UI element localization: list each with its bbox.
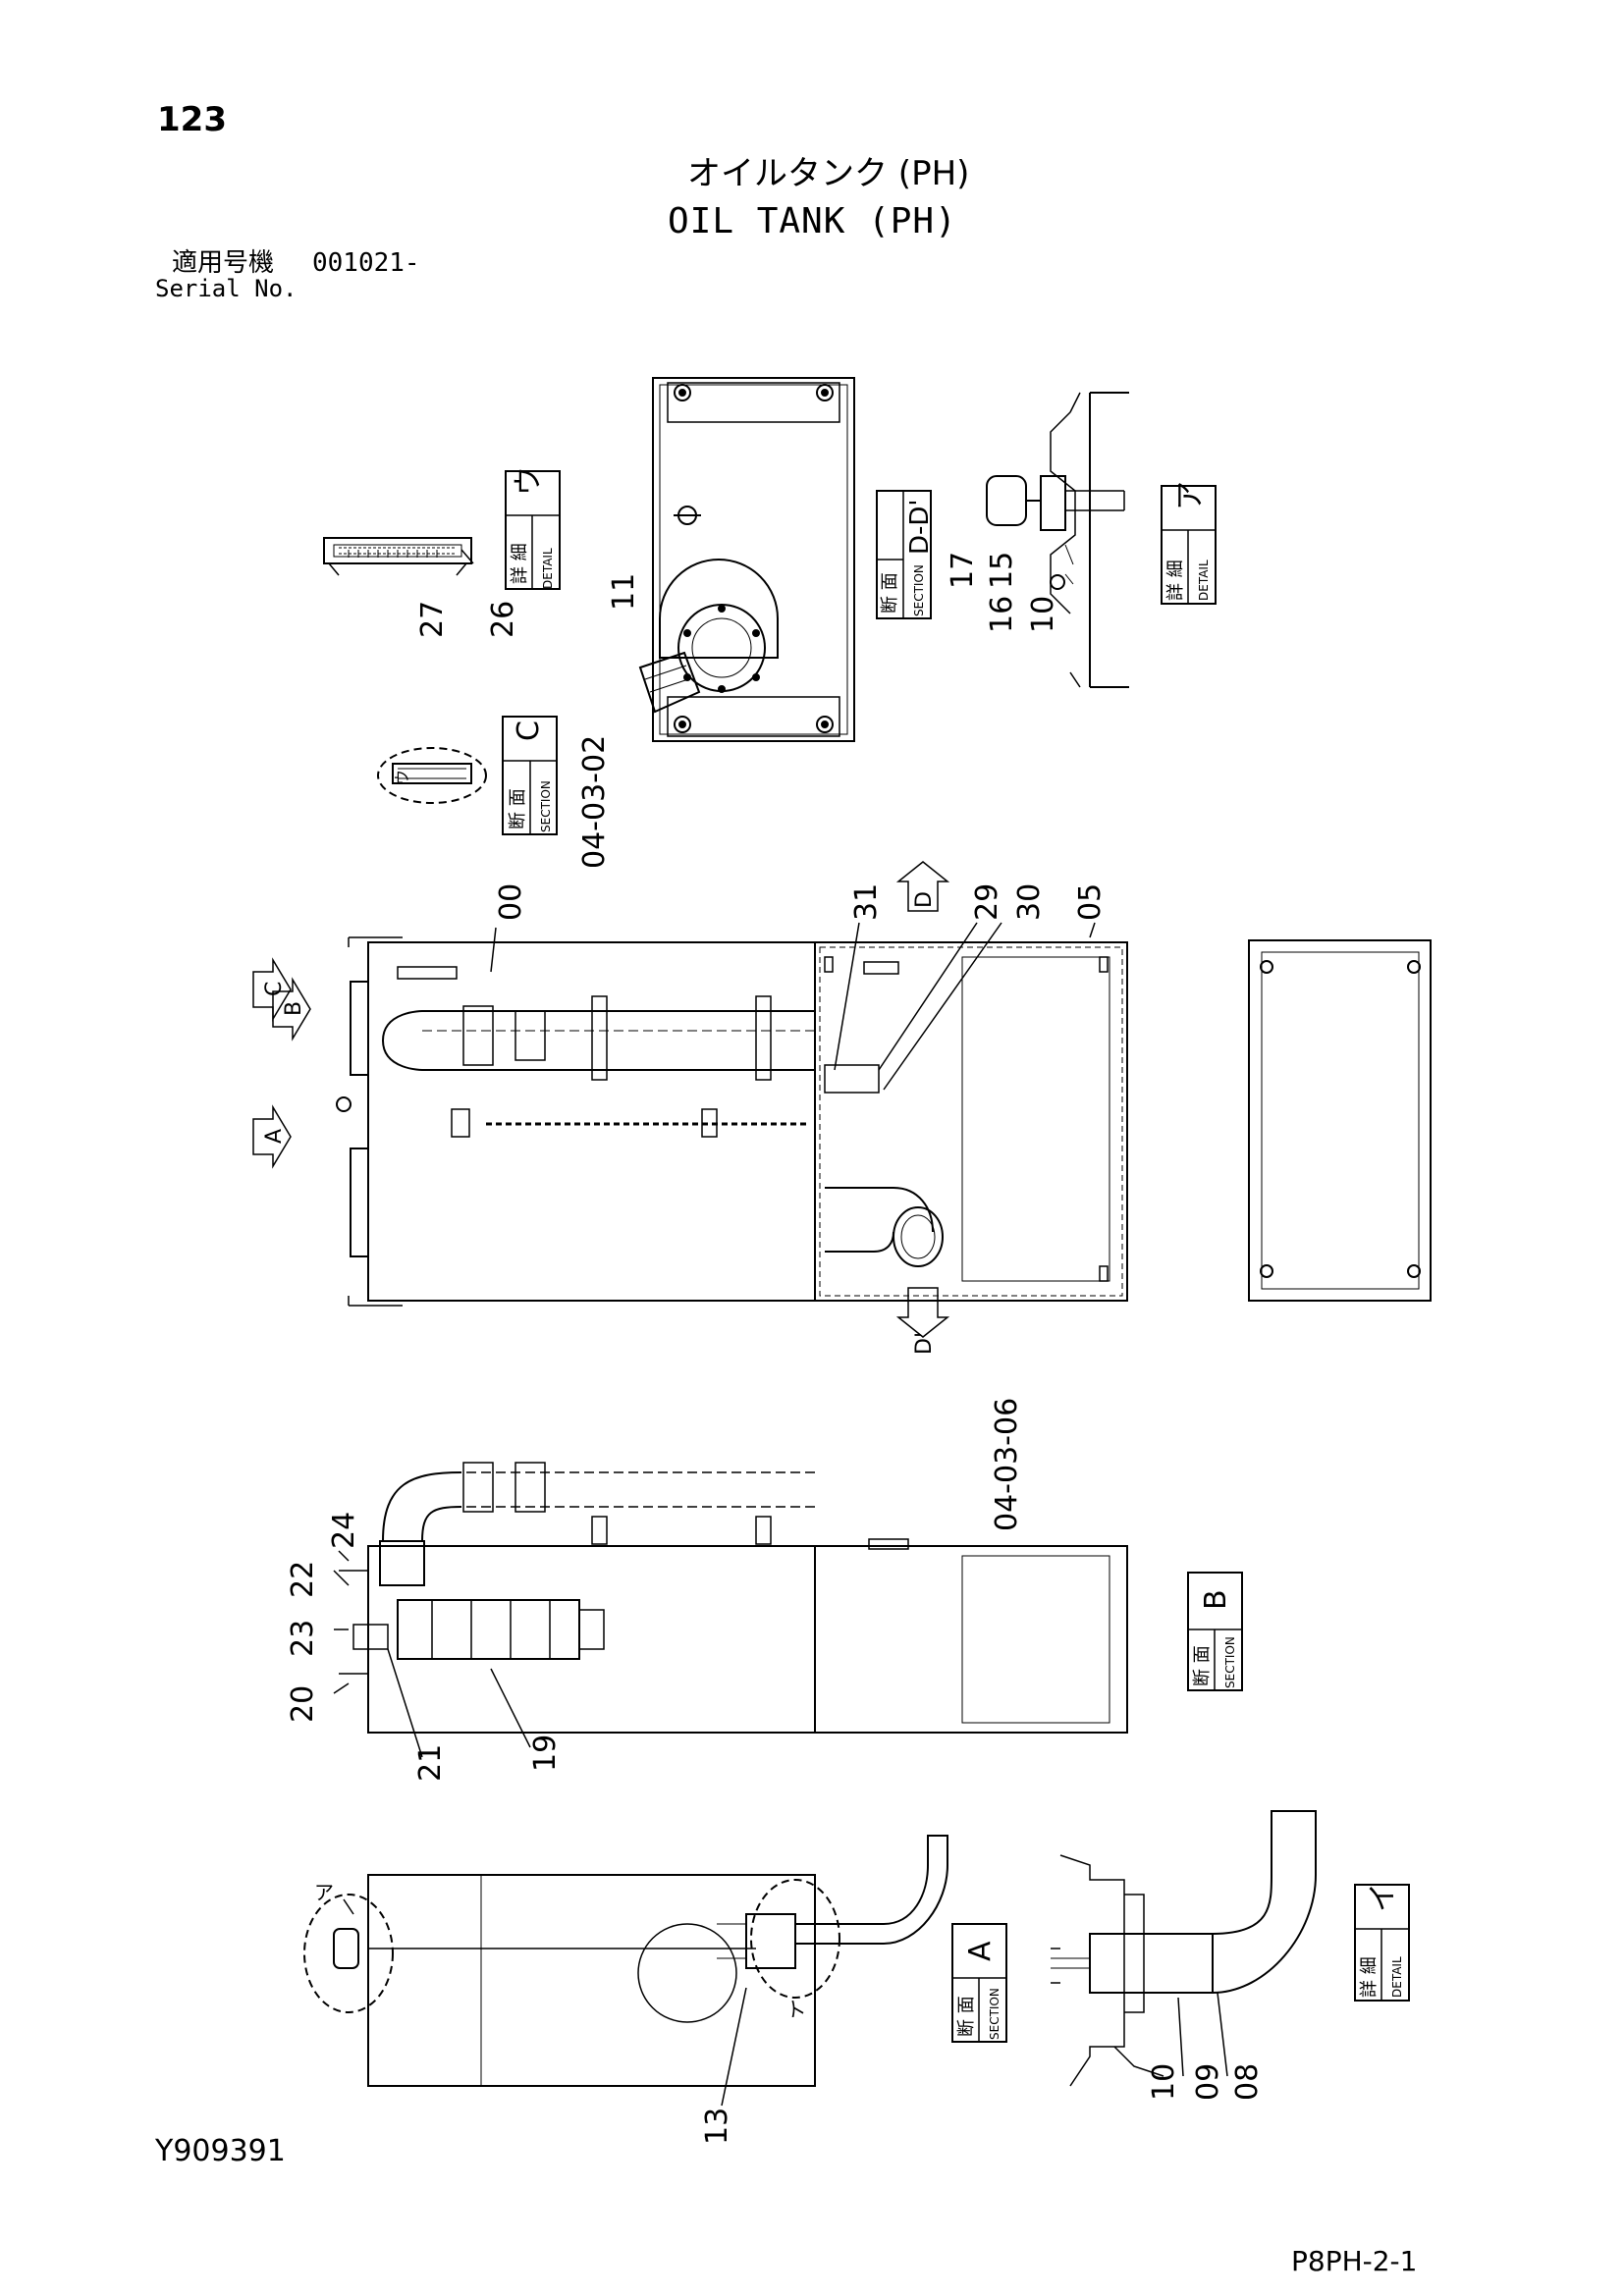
label-detail-u-mark: ウ [512, 466, 546, 496]
label-section-dd-jp: 断 面 [880, 572, 900, 614]
callout-15: 15 [985, 552, 1019, 589]
mark-a-small: ア [314, 1881, 334, 1904]
sheet-code: P8PH-2-1 [1291, 2245, 1418, 2277]
label-detail-i-jp: 詳 細 [1359, 1956, 1380, 1998]
label-detail-i [1354, 1884, 1410, 2002]
arrow-c-letter: C [262, 982, 287, 996]
callout-08: 08 [1230, 2063, 1265, 2101]
label-section-dd [876, 490, 932, 619]
section-c-view [377, 747, 487, 804]
label-section-c-jp: 断 面 [508, 788, 528, 829]
callout-19: 19 [528, 1735, 563, 1772]
callout-29: 29 [970, 883, 1004, 921]
label-section-b-en: SECTION [1223, 1636, 1237, 1688]
arrow-a-letter: A [262, 1129, 287, 1144]
title-english: OIL TANK (PH) [668, 201, 957, 241]
label-detail-u-en: DETAIL [541, 548, 555, 589]
label-section-b-jp: 断 面 [1192, 1645, 1213, 1686]
callout-27: 27 [415, 601, 450, 638]
page-number: 123 [157, 100, 227, 139]
label-detail-i-en: DETAIL [1390, 1956, 1404, 1998]
callout-21: 21 [413, 1744, 448, 1782]
mark-u-small: ウ [393, 770, 411, 785]
callout-05: 05 [1073, 883, 1108, 921]
section-b-view [333, 1462, 1128, 1758]
serial-label-english: Serial No. [155, 275, 298, 302]
label-section-b-mark: B [1199, 1589, 1233, 1610]
detail-a-view [986, 392, 1129, 688]
detail-u-view [323, 537, 474, 576]
label-detail-u [505, 470, 561, 590]
callout-10-top: 10 [1026, 596, 1060, 633]
label-section-c-mark: C [512, 721, 546, 741]
title-japanese: オイルタンク (PH) [687, 154, 970, 193]
callout-17: 17 [946, 552, 980, 589]
detail-i-view [1051, 1810, 1317, 2087]
drawing-number: Y909391 [155, 2134, 286, 2168]
label-detail-a-mark: ア [1173, 481, 1208, 510]
callout-10-bottom: 10 [1147, 2063, 1181, 2101]
callout-00: 00 [494, 883, 528, 921]
callout-13: 13 [700, 2108, 734, 2145]
callout-20: 20 [286, 1685, 320, 1723]
label-section-c-en: SECTION [539, 780, 553, 832]
callout-16: 16 [985, 596, 1019, 633]
arrow-d-top-letter: D [912, 891, 937, 908]
label-detail-a [1161, 485, 1217, 605]
label-detail-u-jp: 詳 細 [510, 543, 530, 584]
callout-31: 31 [849, 883, 884, 921]
label-detail-i-mark: イ [1366, 1883, 1400, 1912]
serial-label-japanese: 適用号機 [172, 248, 275, 278]
side-view-right [1248, 939, 1432, 1302]
main-plan-view [252, 861, 1128, 1338]
section-a-view [303, 1835, 948, 2107]
label-section-b [1187, 1572, 1243, 1691]
label-section-a-jp: 断 面 [956, 1996, 977, 2037]
callout-04-03-06: 04-03-06 [990, 1398, 1024, 1531]
mark-i-small: イ [782, 1996, 812, 2024]
callout-26: 26 [486, 601, 520, 638]
callout-24: 24 [327, 1512, 361, 1549]
label-section-a-en: SECTION [988, 1988, 1001, 2040]
label-section-dd-en: SECTION [912, 564, 926, 616]
arrow-b-letter: B [282, 1001, 306, 1016]
top-view [638, 377, 855, 742]
callout-09: 09 [1191, 2063, 1225, 2101]
label-detail-a-en: DETAIL [1197, 560, 1211, 601]
label-section-a-mark: A [963, 1941, 998, 1961]
label-detail-a-jp: 詳 細 [1165, 560, 1186, 601]
callout-04-03-02: 04-03-02 [577, 735, 612, 869]
callout-11: 11 [607, 573, 641, 611]
label-section-a [951, 1923, 1007, 2043]
label-section-dd-mark: D-D' [905, 499, 935, 555]
callout-22: 22 [286, 1561, 320, 1598]
label-section-c [502, 716, 558, 835]
callout-30: 30 [1012, 883, 1047, 921]
serial-value: 001021- [312, 248, 420, 278]
callout-23: 23 [286, 1620, 320, 1657]
arrow-d-bottom-letter: D' [912, 1332, 937, 1355]
